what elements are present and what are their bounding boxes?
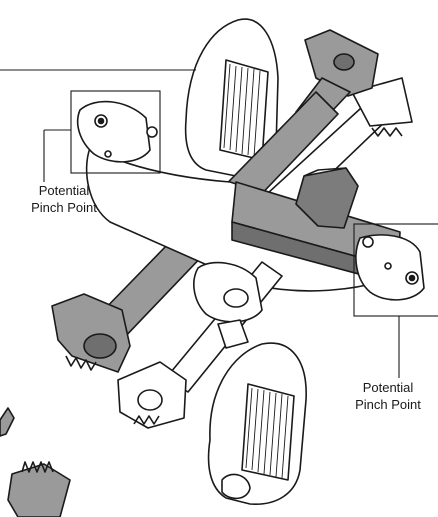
front-left-gray-foot bbox=[51, 293, 131, 373]
left-label-line2: Pinch Point bbox=[31, 200, 97, 215]
seat-tab bbox=[295, 167, 359, 229]
pedal-grip-lines-top bbox=[223, 63, 261, 158]
left-hinge bbox=[76, 100, 158, 163]
pedal-grip-lines-bottom bbox=[245, 387, 289, 479]
right-hinge bbox=[355, 234, 425, 301]
left-pinch-point-label: Potential Pinch Point bbox=[14, 182, 114, 216]
right-pinch-point-label: Potential Pinch Point bbox=[340, 379, 436, 413]
front-right-pedal bbox=[207, 342, 307, 505]
crank-assembly bbox=[193, 261, 263, 349]
bottom-left-gray-foot bbox=[0, 407, 71, 517]
rear-left-pedal bbox=[184, 18, 279, 177]
left-label-line1: Potential bbox=[38, 183, 90, 198]
right-label-line1: Potential bbox=[362, 380, 414, 395]
left-callout-box bbox=[70, 90, 161, 174]
right-label-line2: Pinch Point bbox=[355, 397, 421, 412]
pinch-point-callouts bbox=[0, 69, 438, 378]
